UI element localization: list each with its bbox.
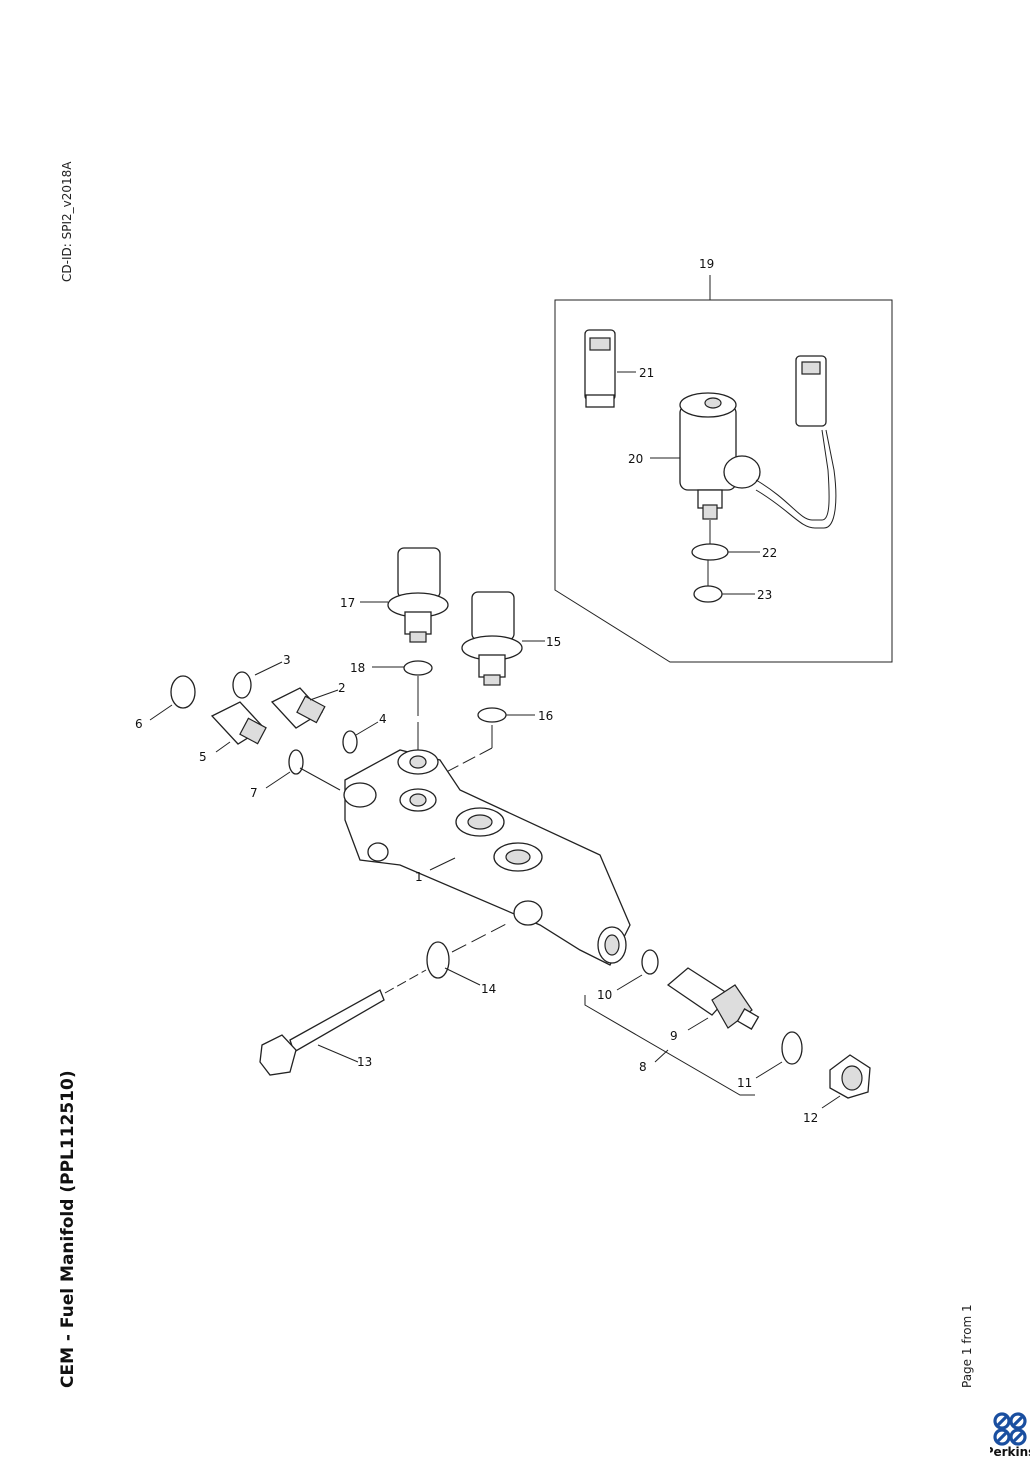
part-8-kit-bracket (584, 995, 755, 1096)
callout-6: 6 (135, 717, 143, 731)
callout-13: 13 (357, 1055, 372, 1069)
part-22-o-ring (691, 543, 729, 561)
part-12-nut (821, 1054, 871, 1109)
part-10-o-ring (641, 949, 659, 975)
callout-19: 19 (699, 257, 714, 271)
svg-text:Perkins: Perkins (990, 1445, 1030, 1459)
kit-19-frame (554, 299, 893, 663)
part-16-o-ring (477, 707, 507, 723)
callout-11: 11 (737, 1076, 752, 1090)
callout-23: 23 (757, 588, 772, 602)
callout-21: 21 (639, 366, 654, 380)
callout-9: 9 (670, 1029, 678, 1043)
part-3-o-ring (232, 671, 252, 699)
part-1-fuel-manifold (343, 749, 631, 966)
part-6-o-ring (170, 675, 196, 709)
callout-12: 12 (803, 1111, 818, 1125)
part-7-o-ring (288, 749, 304, 775)
part-14-washer (426, 941, 450, 979)
part-13-bolt (259, 989, 385, 1076)
part-23-o-ring (693, 585, 723, 603)
callout-10: 10 (597, 988, 612, 1002)
callout-5: 5 (199, 750, 207, 764)
part-4-o-ring (342, 730, 358, 754)
callout-15: 15 (546, 635, 561, 649)
part-9-adapter (666, 967, 760, 1031)
callout-14: 14 (481, 982, 496, 996)
callout-22: 22 (762, 546, 777, 560)
callout-3: 3 (283, 653, 291, 667)
callout-8: 8 (639, 1060, 647, 1074)
callout-4: 4 (379, 712, 387, 726)
callout-2: 2 (338, 681, 346, 695)
part-2-adapter (270, 687, 339, 729)
part-17-pressure-sensor (360, 547, 449, 643)
callout-17: 17 (340, 596, 355, 610)
part-20-solenoid (650, 355, 837, 529)
part-18-o-ring (403, 660, 433, 676)
perkins-logo: Perkins (990, 1412, 1030, 1459)
part-15-pressure-sensor (461, 591, 545, 686)
callout-7: 7 (250, 786, 258, 800)
callout-18: 18 (350, 661, 365, 675)
callout-20: 20 (628, 452, 643, 466)
part-21-connector (584, 329, 636, 408)
part-5-adapter (210, 701, 267, 753)
callout-1: 1 (415, 870, 423, 884)
part-11-o-ring (781, 1031, 803, 1065)
callout-16: 16 (538, 709, 553, 723)
